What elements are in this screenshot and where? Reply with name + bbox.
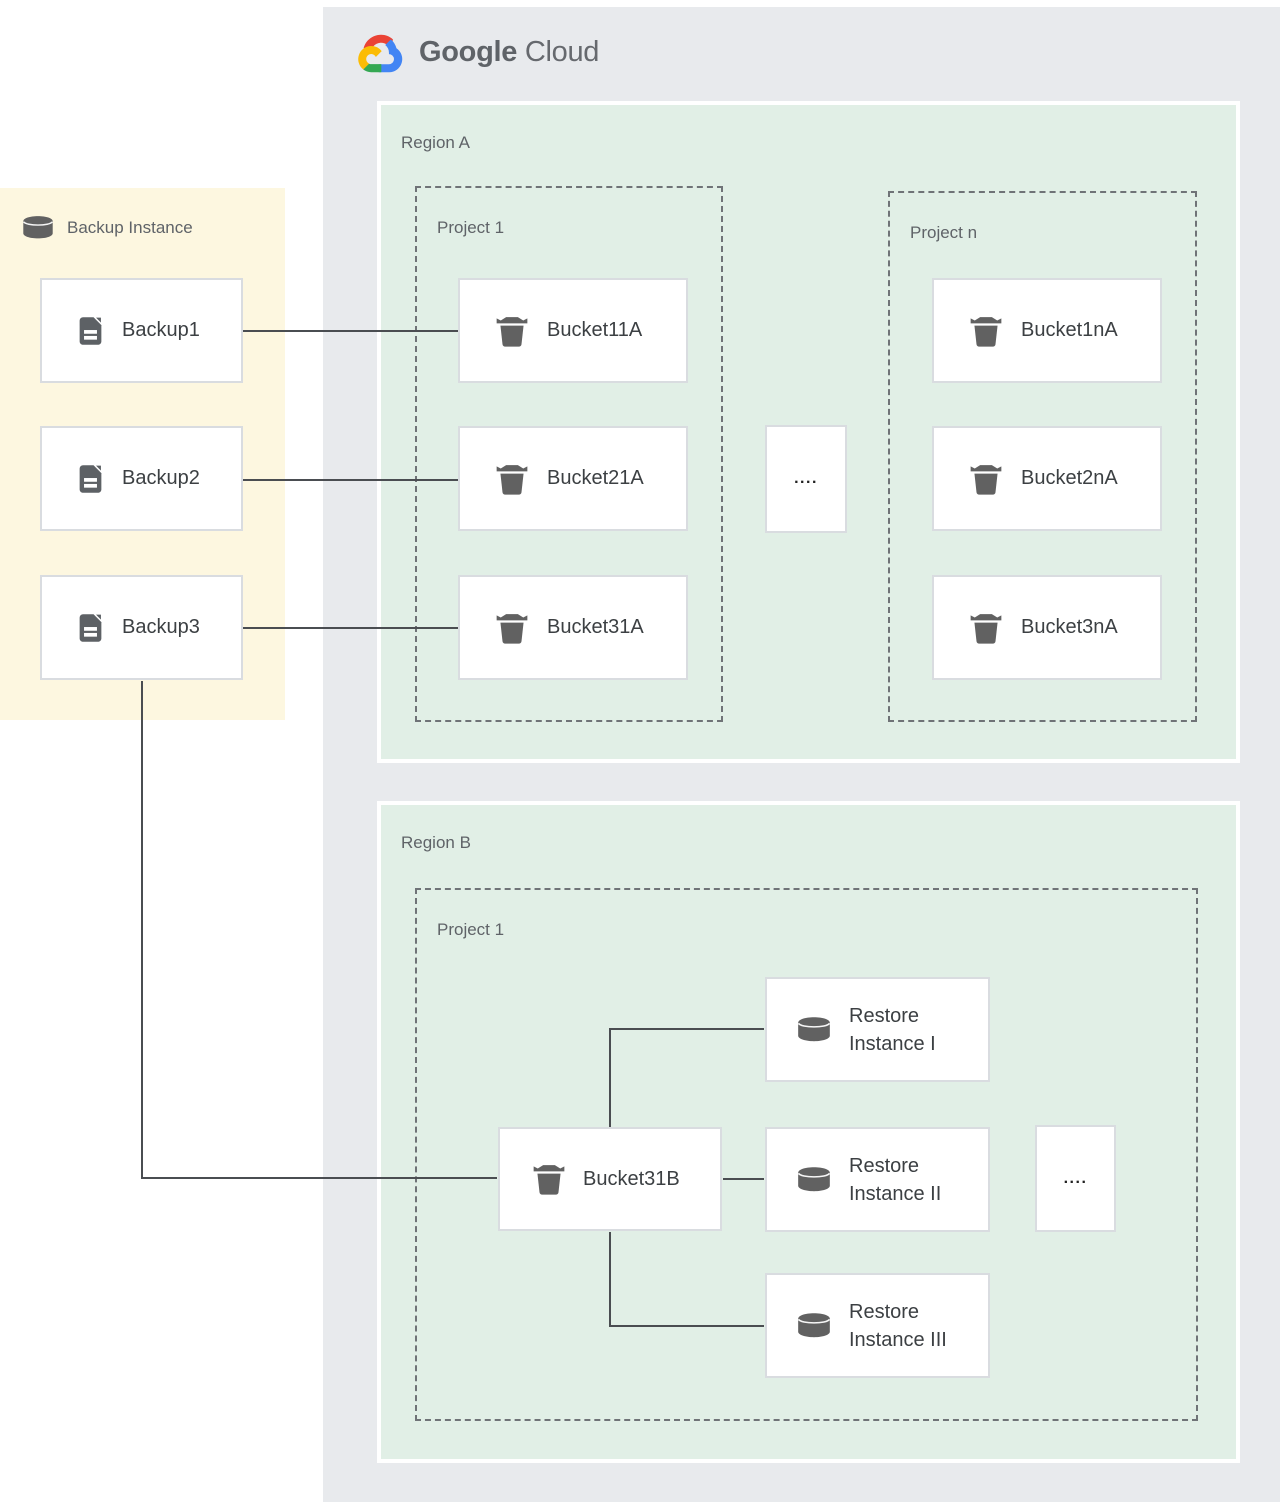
google-cloud-logo-icon [354, 31, 406, 73]
database-icon [20, 215, 56, 240]
storage-bucket-icon [967, 460, 1005, 498]
bucket3na-label: Bucket3nA [1021, 616, 1118, 638]
project-n-title: Project n [910, 223, 978, 242]
bucket31b-label: Bucket31B [583, 1167, 680, 1190]
backup-instance-panel: Backup Instance Backup1 Backup2 Backup3 [0, 188, 285, 720]
bucket31a-node: Bucket31A [458, 575, 688, 680]
backup-panel-header: Backup Instance [20, 215, 193, 240]
restore-instance-2-label: Restore Instance II [849, 1154, 942, 1205]
document-icon [74, 608, 107, 648]
bucket11a-label: Bucket11A [547, 319, 643, 341]
bucket2na-node: Bucket2nA [932, 426, 1162, 531]
backup2-label: Backup2 [122, 467, 200, 489]
logo-product: Cloud [524, 35, 600, 68]
ellipsis-box-region-a: .... [765, 425, 847, 533]
bucket31a-label: Bucket31A [547, 616, 644, 638]
backup1-node: Backup1 [40, 278, 243, 383]
region-a-title: Region A [401, 133, 470, 152]
storage-bucket-icon [967, 609, 1005, 647]
ellipsis-text: .... [1063, 1169, 1088, 1187]
bucket1na-label: Bucket1nA [1021, 319, 1118, 341]
ellipsis-box-region-b: .... [1035, 1125, 1116, 1232]
bucket11a-node: Bucket11A [458, 278, 688, 383]
restore-instance-2-node: Restore Instance II [765, 1127, 990, 1232]
storage-bucket-icon [493, 460, 531, 498]
project-1-region-b: Project 1 Bucket31B Restore Instance I R… [415, 888, 1198, 1421]
region-a: Region A Project 1 Bucket11A Bucket21A B… [377, 101, 1240, 763]
storage-bucket-icon [967, 312, 1005, 350]
region-b-title: Region B [401, 833, 471, 852]
google-cloud-container: Google Cloud Region A Project 1 Bucket11… [323, 7, 1280, 1502]
ellipsis-text: .... [794, 470, 818, 487]
project-n-region-a: Project n Bucket1nA Bucket2nA Bucket3nA [888, 191, 1197, 722]
restore-instance-3-node: Restore Instance III [765, 1273, 990, 1378]
database-icon [795, 1016, 833, 1043]
bucket1na-node: Bucket1nA [932, 278, 1162, 383]
database-icon [795, 1312, 833, 1339]
google-cloud-logo: Google Cloud [354, 31, 599, 73]
database-icon [795, 1166, 833, 1193]
bucket2na-label: Bucket2nA [1021, 467, 1118, 489]
document-icon [74, 459, 107, 499]
bucket31b-node: Bucket31B [498, 1127, 722, 1231]
bucket21a-node: Bucket21A [458, 426, 688, 531]
backup1-label: Backup1 [122, 319, 200, 341]
backup3-label: Backup3 [122, 616, 200, 638]
restore-instance-1-node: Restore Instance I [765, 977, 990, 1082]
project-1b-title: Project 1 [437, 920, 505, 939]
document-icon [74, 311, 107, 351]
backup2-node: Backup2 [40, 426, 243, 531]
project-1a-title: Project 1 [437, 218, 505, 237]
storage-bucket-icon [530, 1160, 568, 1198]
google-cloud-logo-text: Google Cloud [419, 36, 599, 69]
restore-instance-1-label: Restore Instance I [849, 1004, 936, 1055]
bucket21a-label: Bucket21A [547, 467, 644, 489]
backup3-node: Backup3 [40, 575, 243, 680]
storage-bucket-icon [493, 312, 531, 350]
backup-panel-title: Backup Instance [67, 217, 193, 237]
storage-bucket-icon [493, 609, 531, 647]
bucket3na-node: Bucket3nA [932, 575, 1162, 680]
logo-brand: Google [419, 35, 518, 68]
project-1-region-a: Project 1 Bucket11A Bucket21A Bucket31A [415, 186, 723, 722]
region-b: Region B Project 1 Bucket31B Restore Ins… [377, 801, 1240, 1463]
restore-instance-3-label: Restore Instance III [849, 1300, 947, 1351]
